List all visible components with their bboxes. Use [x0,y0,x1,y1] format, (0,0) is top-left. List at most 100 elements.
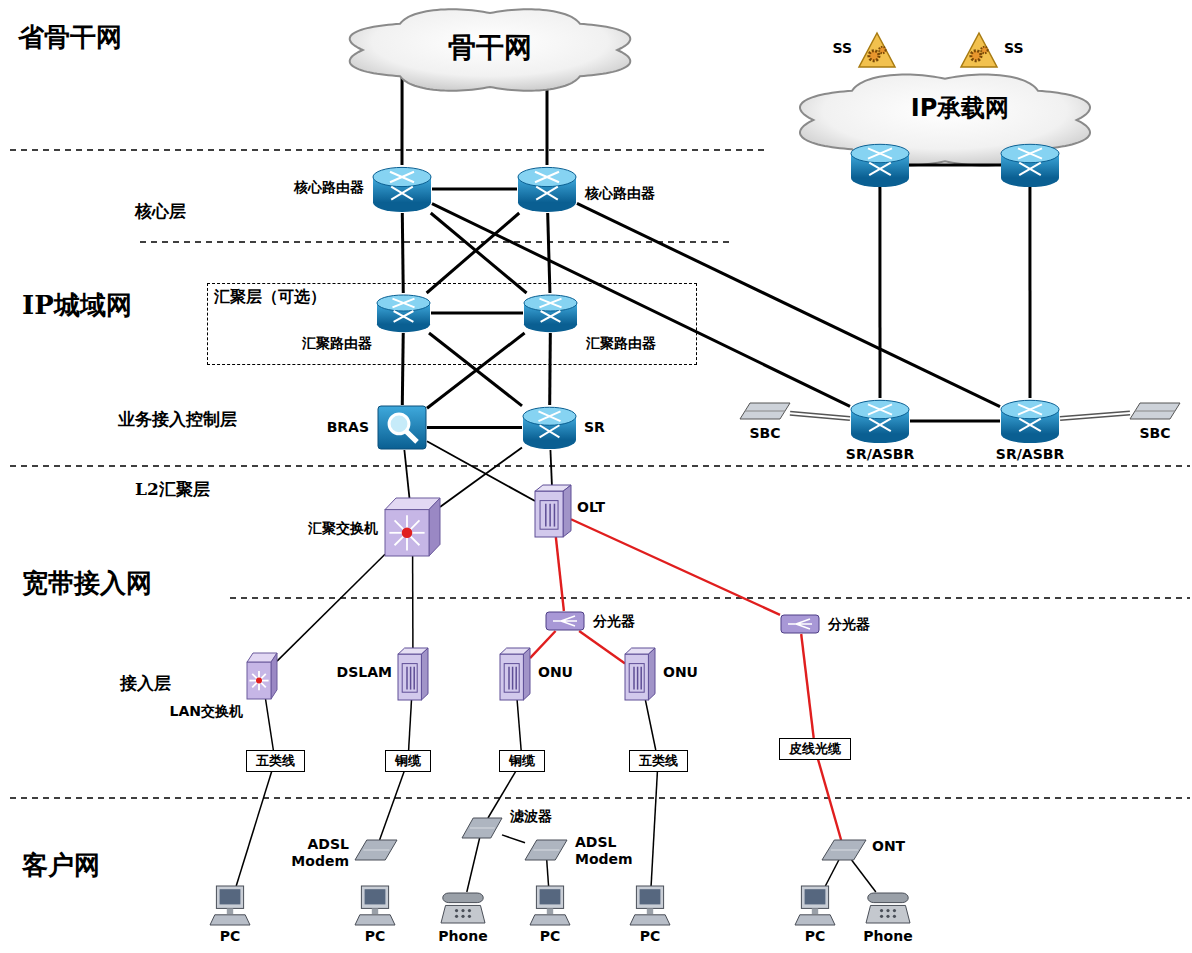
ss-triangle [859,33,895,67]
icon [961,33,997,67]
icon [546,612,584,630]
connector-group [645,700,655,750]
connector [645,700,655,750]
onu-device: ONU [500,648,530,700]
connector [236,772,271,886]
connector-group [427,427,522,428]
sbc-device: SBC [740,403,790,419]
phone-icon: Phone [865,892,911,924]
icon-svg [355,840,397,860]
pc-monitor [636,886,663,908]
connector-group [502,835,525,843]
ss-gear [981,47,987,53]
connector [548,213,550,293]
connector [530,631,556,658]
icon [378,406,426,449]
router-icon [373,167,431,212]
router-arrow [1018,148,1042,158]
cable-box: 铜缆 [385,750,431,772]
icon-svg [630,886,670,926]
pc-base [795,915,835,925]
router-icon [1001,144,1059,187]
router-arrow [1018,404,1042,414]
connector-group [910,421,1000,422]
icon-svg [865,892,911,924]
connector-group [402,333,404,405]
device-label: ONU [663,664,698,681]
device-label: SBC [749,425,780,442]
switch-dot [402,528,413,539]
connector [467,838,480,892]
device-label: 核心路由器 [294,179,364,196]
icon-svg [500,648,530,700]
device-label: PC [220,928,241,945]
router-icon [523,407,576,449]
device-label: PC [365,928,386,945]
icon [822,840,866,860]
layer-label: IP城域网 [22,288,132,323]
icon-svg [355,886,395,926]
device-label: 分光器 [828,616,870,633]
layer-label: L2汇聚层 [135,478,210,501]
device-slot [633,667,635,690]
lan-switch: LAN交换机 [247,653,277,699]
pc-neck [647,908,653,914]
connector-group [801,634,814,738]
connector [579,631,625,663]
sbc-slab [1130,403,1180,419]
pc-base [530,915,570,925]
cable-label: 五类线 [256,753,295,769]
router-icon [377,295,430,332]
icon-svg [795,886,835,926]
cable-label: 五类线 [639,753,678,769]
pc-screen [805,889,826,904]
pc-icon: PC [355,886,395,926]
phone-key [880,909,883,912]
connector [431,312,523,315]
connector [432,188,517,191]
cloud-outline [800,75,1090,166]
softswitch: SS [858,32,896,68]
device-panel [402,664,417,693]
connector [517,700,521,750]
cable-box: 五类线 [629,750,688,772]
bras-lens [389,414,409,434]
device-panel [629,664,644,693]
device-side [523,648,530,700]
bras-body [378,406,426,449]
phone-key [468,915,471,918]
device-slot [406,667,408,690]
connector-group [852,860,876,892]
router-top [1001,400,1059,418]
device-label: 骨干网 [448,31,532,65]
connector [380,772,405,840]
router-arrow [535,172,559,183]
icon-svg [822,840,866,860]
phone-key [893,915,896,918]
device-side [421,648,428,700]
router-arrow [1019,419,1041,431]
device-label: SBC [1139,425,1170,442]
phone-key [886,915,889,918]
cable-label: 皮线光缆 [789,741,841,757]
device-label: OLT [577,499,605,516]
connector [548,333,552,405]
router-top [851,144,909,162]
connector-group [549,333,551,405]
pc-monitor [216,886,243,908]
device-label: ONU [538,664,573,681]
layer-label: 业务接入控制层 [118,408,237,431]
icon [866,893,910,923]
icon [210,886,250,925]
connector-group [380,772,405,840]
layer-label: 客户网 [22,848,100,883]
flat-device [355,840,397,860]
pc-screen [365,889,386,904]
device-label: SR/ASBR [996,446,1064,463]
ss-triangle [961,33,997,67]
router-arrow [539,411,561,421]
icon-svg [210,886,250,926]
router-icon [851,400,909,443]
connector [577,203,1000,406]
device-label: 分光器 [593,613,635,630]
